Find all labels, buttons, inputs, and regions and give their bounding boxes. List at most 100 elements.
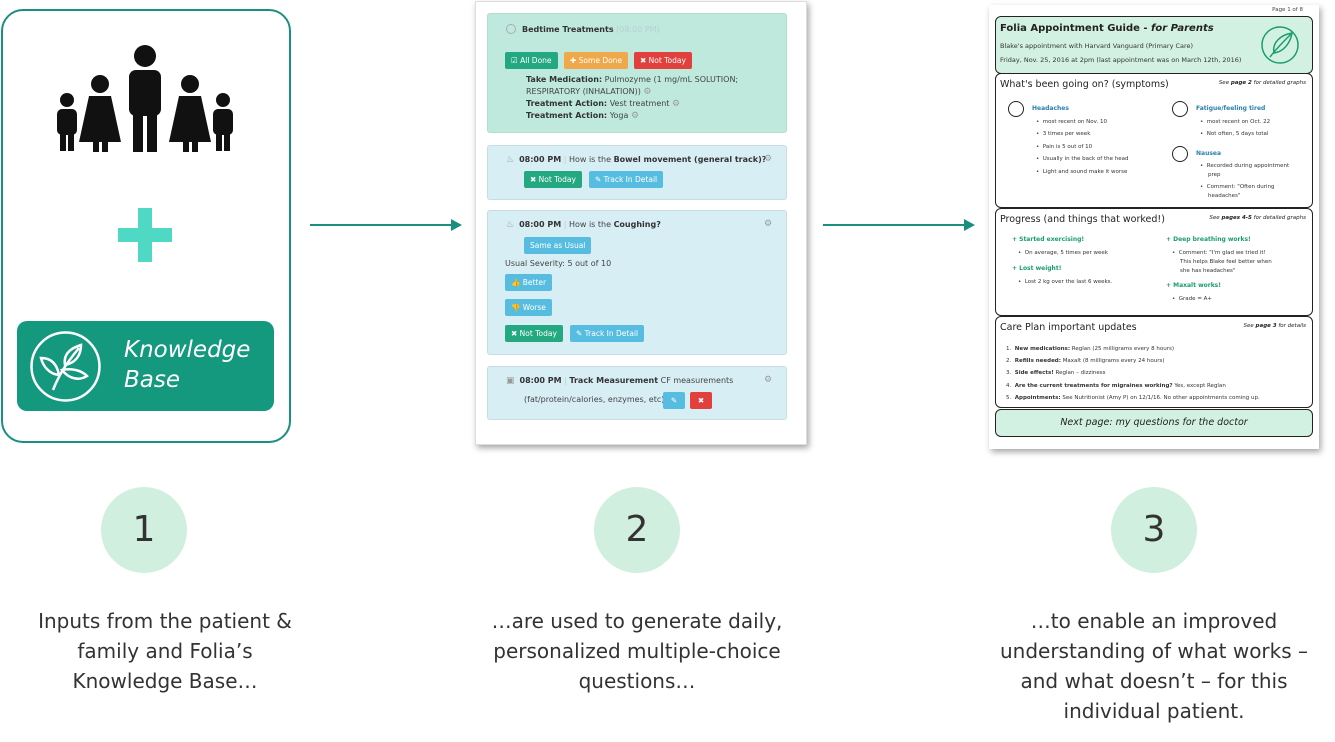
track-in-detail-button[interactable]: ✎ Track In Detail	[570, 325, 645, 342]
step-3-badge: 3	[1111, 487, 1197, 573]
step-3-caption: …to enable an improved understanding of …	[999, 609, 1309, 723]
progress-item: This helps Blake feel better when	[1180, 259, 1272, 265]
delete-button[interactable]: ✖	[690, 392, 712, 409]
progress-note: See pages 4-5 for detailed graphs	[1209, 215, 1306, 221]
breathing-label: + Deep breathing works!	[1166, 236, 1251, 243]
step-1-caption: Inputs from the patient & family and Fol…	[38, 609, 292, 693]
care-plan-item: 1. New medications: Reglan (25 milligram…	[1006, 346, 1174, 352]
care-plan-section: Care Plan important updates See page 3 f…	[995, 316, 1313, 408]
gear-icon[interactable]: ⚙	[764, 219, 773, 229]
care-plan-item: 3. Side effects! Reglan – dizziness	[1006, 370, 1106, 376]
arrow-2-to-3	[823, 219, 975, 231]
progress-section: Progress (and things that worked!) See p…	[995, 208, 1313, 316]
not-today-button[interactable]: ✖ Not Today	[634, 52, 692, 69]
fatigue-item: • most recent on Oct. 22	[1200, 119, 1271, 125]
weight-label: + Lost weight!	[1012, 265, 1062, 272]
gear-icon[interactable]: ⚙	[630, 111, 640, 121]
track-measurement-card: ▣08:00 PM | Track Measurement CF measure…	[487, 366, 787, 420]
coughing-card: ♨08:00 PM | How is the Coughing? ⚙ Same …	[487, 210, 787, 355]
fatigue-item: • Not often, 5 days total	[1200, 131, 1269, 137]
fatigue-label: Fatigue/feeling tired	[1196, 105, 1266, 112]
symptoms-title: What's been going on? (symptoms)	[1000, 79, 1169, 90]
close-icon: ✖	[697, 396, 705, 405]
step-2-badge: 2	[594, 487, 680, 573]
appointment-date: Friday, Nov. 25, 2016 at 2pm (last appoi…	[1000, 56, 1242, 64]
next-page-banner: Next page: my questions for the doctor	[995, 409, 1313, 437]
step-1-badge: 1	[101, 487, 187, 573]
nausea-item: • Comment: "Often during	[1200, 184, 1275, 190]
kb-line-2: Base	[124, 367, 181, 393]
progress-item: • On average, 5 times per week	[1018, 250, 1108, 256]
maxalt-label: + Maxalt works!	[1166, 282, 1221, 289]
family-icon	[57, 45, 233, 152]
step-2-caption: …are used to generate daily, personalize…	[491, 609, 783, 693]
edit-button[interactable]: ✎	[663, 392, 685, 409]
kb-line-1: Knowledge	[124, 337, 251, 363]
treatment-line: Treatment Action: Yoga ⚙	[526, 111, 640, 121]
arrow-1-to-2	[310, 219, 462, 231]
care-plan-title: Care Plan important updates	[1000, 322, 1137, 333]
guide-header: Folia Appointment Guide - for Parents Bl…	[995, 16, 1313, 74]
gear-icon[interactable]: ⚙	[764, 375, 773, 385]
some-done-button[interactable]: ✚ Some Done	[564, 52, 629, 69]
better-button[interactable]: 👍 Better	[505, 274, 553, 291]
flame-icon: ♨	[506, 220, 515, 230]
plus-icon	[118, 208, 172, 262]
clock-icon	[506, 24, 516, 34]
scale-icon: ▣	[506, 376, 515, 386]
headache-item: • Pain is 5 out of 10	[1036, 144, 1093, 150]
knowledge-base-label: Knowledge Base	[124, 335, 264, 395]
card-time: (08:00 PM)	[616, 25, 660, 34]
pencil-icon: ✎	[670, 396, 678, 405]
gear-icon[interactable]: ⚙	[764, 154, 773, 164]
all-done-button[interactable]: ☑ All Done	[505, 52, 558, 69]
progress-item: • Lost 2 kg over the last 6 weeks.	[1018, 279, 1113, 285]
headache-item: • Light and sound make it worse	[1036, 169, 1128, 175]
headache-item: • 3 times per week	[1036, 131, 1091, 137]
headaches-label: Headaches	[1032, 105, 1069, 112]
appointment-guide-document: Page 1 of 8 Folia Appointment Guide - fo…	[989, 5, 1319, 449]
care-plan-note: See page 3 for details	[1243, 323, 1306, 329]
worse-button[interactable]: 👎 Worse	[505, 299, 552, 316]
nausea-item: headaches"	[1208, 193, 1241, 199]
knowledge-base-badge: Knowledge Base	[17, 321, 274, 411]
bowel-movement-card: ♨08:00 PM | How is the Bowel movement (g…	[487, 145, 787, 200]
headache-face-icon	[1008, 101, 1024, 117]
not-today-button[interactable]: ✖ Not Today	[524, 171, 582, 188]
appointment-line: Blake's appointment with Harvard Vanguar…	[1000, 42, 1194, 50]
headache-item: • most recent on Nov. 10	[1036, 119, 1107, 125]
nausea-item: • Recorded during appointment	[1200, 163, 1290, 169]
bedtime-treatments-card: Bedtime Treatments (08:00 PM) ☑ All Done…	[487, 13, 787, 133]
leaf-icon	[1261, 26, 1299, 64]
treatment-line: Take Medication: Pulmozyme (1 mg/mL SOLU…	[526, 75, 739, 84]
progress-title: Progress (and things that worked!)	[1000, 214, 1165, 225]
care-plan-item: 5. Appointments: See Nutritionist (Amy P…	[1006, 395, 1260, 401]
nausea-item: prep	[1208, 172, 1221, 178]
usual-severity: Usual Severity: 5 out of 10	[505, 259, 612, 268]
progress-item: • Grade = A+	[1172, 296, 1212, 302]
measurement-detail: (fat/protein/calories, enzymes, etc)	[524, 395, 665, 404]
same-as-usual-button[interactable]: Same as Usual	[524, 237, 592, 254]
not-today-button[interactable]: ✖ Not Today	[505, 325, 563, 342]
nausea-face-icon	[1172, 146, 1188, 162]
flame-icon: ♨	[506, 155, 515, 165]
leaf-icon	[30, 331, 101, 402]
daily-questions-screenshot: Bedtime Treatments (08:00 PM) ☑ All Done…	[475, 1, 807, 445]
symptoms-note: See page 2 for detailed graphs	[1218, 80, 1306, 86]
treatment-line: Treatment Action: Vest treatment ⚙	[526, 99, 681, 109]
progress-item: • Comment: "I'm glad we tried it!	[1172, 250, 1266, 256]
progress-item: she has headaches"	[1180, 268, 1236, 274]
gear-icon[interactable]: ⚙	[672, 99, 681, 109]
next-page-text: Next page: my questions for the doctor	[1060, 417, 1248, 428]
page-number: Page 1 of 8	[1272, 7, 1303, 13]
card-title: Bedtime Treatments	[522, 25, 614, 34]
headache-item: • Usually in the back of the head	[1036, 156, 1129, 162]
gear-icon[interactable]: ⚙	[643, 87, 652, 97]
exercising-label: + Started exercising!	[1012, 236, 1085, 243]
symptoms-section: What's been going on? (symptoms) See pag…	[995, 73, 1313, 208]
care-plan-item: 4. Are the current treatments for migrai…	[1006, 383, 1226, 389]
track-in-detail-button[interactable]: ✎ Track In Detail	[589, 171, 664, 188]
fatigue-face-icon	[1172, 101, 1188, 117]
treatment-line: RESPIRATORY (INHALATION)) ⚙	[526, 87, 652, 97]
nausea-label: Nausea	[1196, 150, 1222, 157]
